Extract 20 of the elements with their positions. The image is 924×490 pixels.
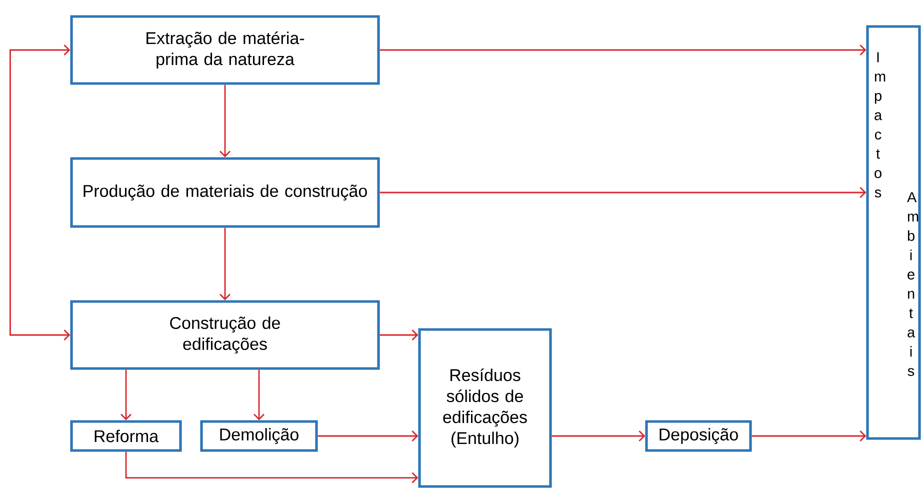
arrow (220, 228, 230, 300)
arrow (220, 84, 230, 158)
arrow (380, 187, 866, 198)
arrow (120, 370, 132, 420)
process-box: Deposição (645, 420, 752, 452)
arrow (254, 370, 264, 420)
process-box: Resíduos sólidos de edificações (Entulho) (418, 328, 552, 488)
arrow (752, 430, 866, 442)
arrow (380, 330, 418, 340)
arrow (10, 44, 70, 340)
arrow (380, 44, 866, 56)
process-box: Reforma (70, 420, 182, 452)
process-box: Construção de edificações (70, 300, 380, 370)
arrow (552, 430, 646, 442)
process-box: Demolição (200, 420, 318, 452)
arrow (318, 430, 418, 442)
process-box: Impactos Ambientais (866, 25, 921, 440)
process-box: Extração de matéria-prima da natureza (70, 15, 380, 85)
arrow (125, 452, 418, 484)
process-box: Produção de materiais de construção (70, 157, 380, 228)
